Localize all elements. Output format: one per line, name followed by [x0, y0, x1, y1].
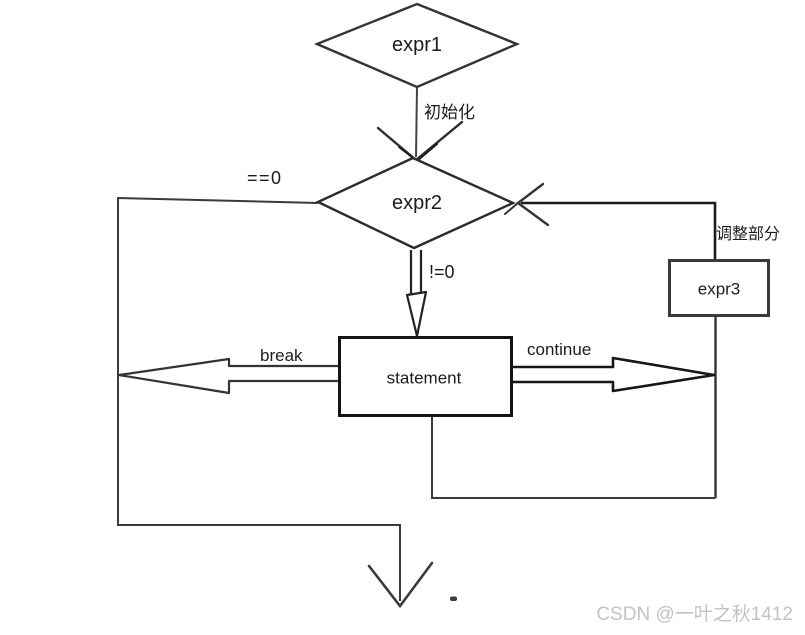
- statement-bottom-loop-line: [431, 415, 716, 499]
- expr1-diamond: [313, 2, 521, 89]
- continue-arrow: [511, 356, 716, 393]
- adjust-edge-label: 调整部分: [716, 226, 781, 243]
- expr3-box: [668, 259, 770, 317]
- expr1-label: expr1: [391, 34, 443, 56]
- cond-true-edge-label: !=0: [429, 262, 455, 282]
- exit-path-line: [117, 196, 401, 601]
- loopback-arrowhead-icon: [515, 182, 550, 227]
- statement-label: statement: [386, 368, 462, 388]
- init-edge-line: [415, 86, 418, 158]
- statement-box: [338, 336, 513, 417]
- init-arrowhead-icon: [376, 120, 464, 162]
- expr3-label: expr3: [697, 279, 741, 299]
- exit-arrowhead-icon: [367, 561, 434, 609]
- watermark-text: CSDN @一叶之秋1412: [596, 604, 793, 625]
- expr2-label: expr2: [391, 192, 443, 214]
- small-dot: [450, 596, 457, 601]
- cond-false-edge-label: ==0: [247, 168, 283, 188]
- break-edge-label: break: [260, 346, 303, 365]
- continue-edge-label: continue: [527, 340, 592, 359]
- loopback-arrowhead-overshoot-icon: [504, 202, 519, 215]
- break-arrow: [117, 357, 340, 395]
- true-branch-arrowhead-icon: [405, 290, 428, 338]
- init-edge-label: 初始化: [424, 103, 475, 122]
- expr2-diamond: [315, 156, 516, 250]
- loopback-top-line: [521, 201, 717, 261]
